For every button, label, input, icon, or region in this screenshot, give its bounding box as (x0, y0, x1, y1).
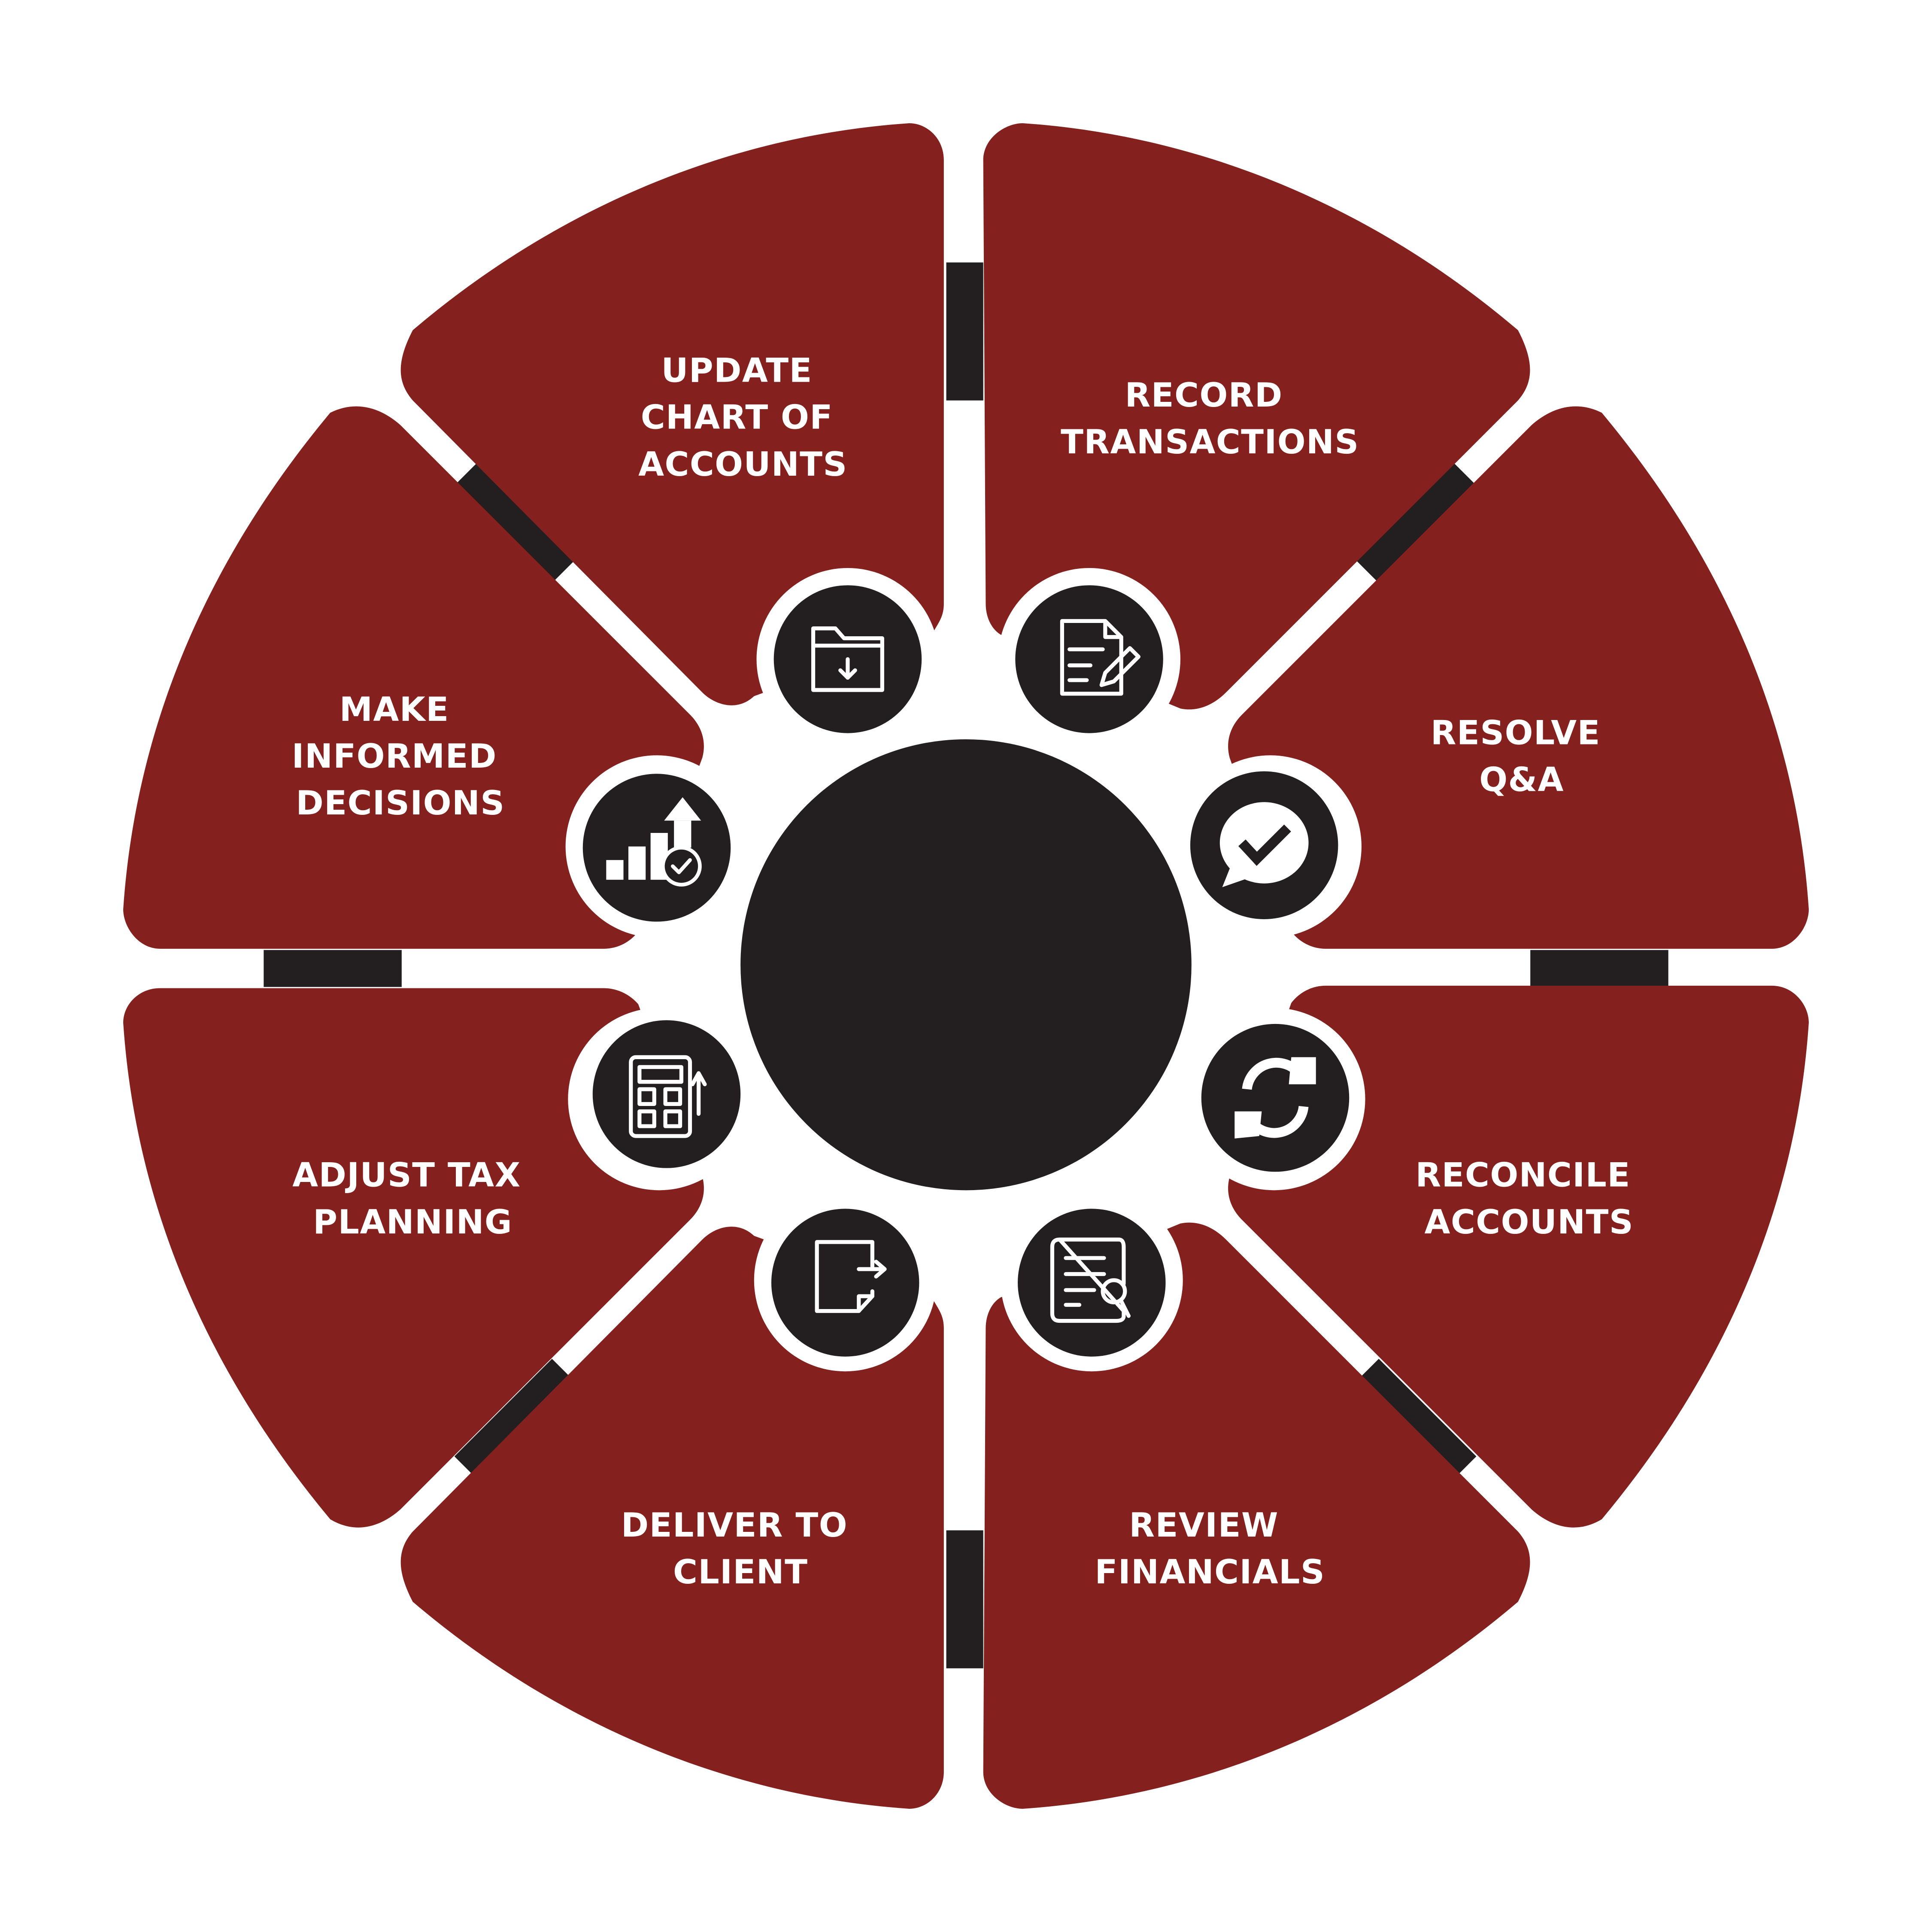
label-reconcile-accounts: RECONCILE ACCOUNTS (1416, 1156, 1643, 1242)
calculator-up-icon (629, 1055, 707, 1138)
segment-reconcile-accounts[interactable] (1228, 985, 1809, 1528)
chat-check-icon (1219, 802, 1309, 887)
document-search-icon (1050, 1237, 1131, 1323)
label-review-financials: REVIEW FINANCIALS (1095, 1506, 1325, 1592)
icon-document-export (771, 1209, 919, 1357)
label-update-chart: UPDATE CHART OF ACCOUNTS (638, 352, 848, 484)
segments (123, 123, 1809, 1809)
segment-resolve-qa[interactable] (1228, 406, 1809, 949)
label-deliver-to-client: DELIVER TO CLIENT (621, 1506, 860, 1592)
folder-download-icon (811, 626, 884, 692)
sync-arrows-icon (1234, 1057, 1316, 1139)
icon-sync-arrows (1201, 1024, 1350, 1172)
spoke-bottom (946, 1530, 983, 1668)
document-export-icon (815, 1240, 887, 1313)
segment-deliver-to-client[interactable] (400, 1227, 944, 1809)
segment-update-chart[interactable] (400, 123, 944, 705)
spoke-left (264, 950, 402, 987)
icon-calculator-up (592, 1020, 741, 1168)
label-resolve-qa: RESOLVE Q&A (1431, 714, 1613, 799)
icon-chat-check (1190, 771, 1338, 919)
spoke-right (1530, 950, 1668, 987)
spoke-top (946, 262, 983, 401)
label-record-transactions: RECORD TRANSACTIONS (1061, 376, 1359, 462)
center-hub (740, 739, 1192, 1191)
growth-chart-check-icon (606, 797, 702, 887)
icon-document-search (1018, 1209, 1166, 1357)
labels: UPDATE CHART OF ACCOUNTS RECORD TRANSACT… (292, 352, 1643, 1592)
segment-adjust-tax-planning[interactable] (123, 988, 704, 1528)
icon-document-edit (1015, 585, 1163, 733)
segment-review-financials[interactable] (983, 1222, 1530, 1809)
label-adjust-tax-planning: ADJUST TAX PLANNING (292, 1156, 533, 1242)
icon-growth-chart-check (582, 774, 731, 922)
spoke-bottom-right (1353, 1358, 1477, 1483)
spoke-top-right (1353, 459, 1477, 583)
document-edit-icon (1060, 619, 1140, 696)
segment-record-transactions[interactable] (983, 123, 1530, 710)
segment-make-informed-decisions[interactable] (123, 406, 704, 949)
spoke-bottom-left (454, 1358, 578, 1483)
spokes (264, 262, 1668, 1668)
label-make-informed-decisions: MAKE INFORMED DECISIONS (292, 690, 509, 823)
icon-folder-download (773, 585, 922, 733)
spoke-top-left (454, 459, 578, 583)
